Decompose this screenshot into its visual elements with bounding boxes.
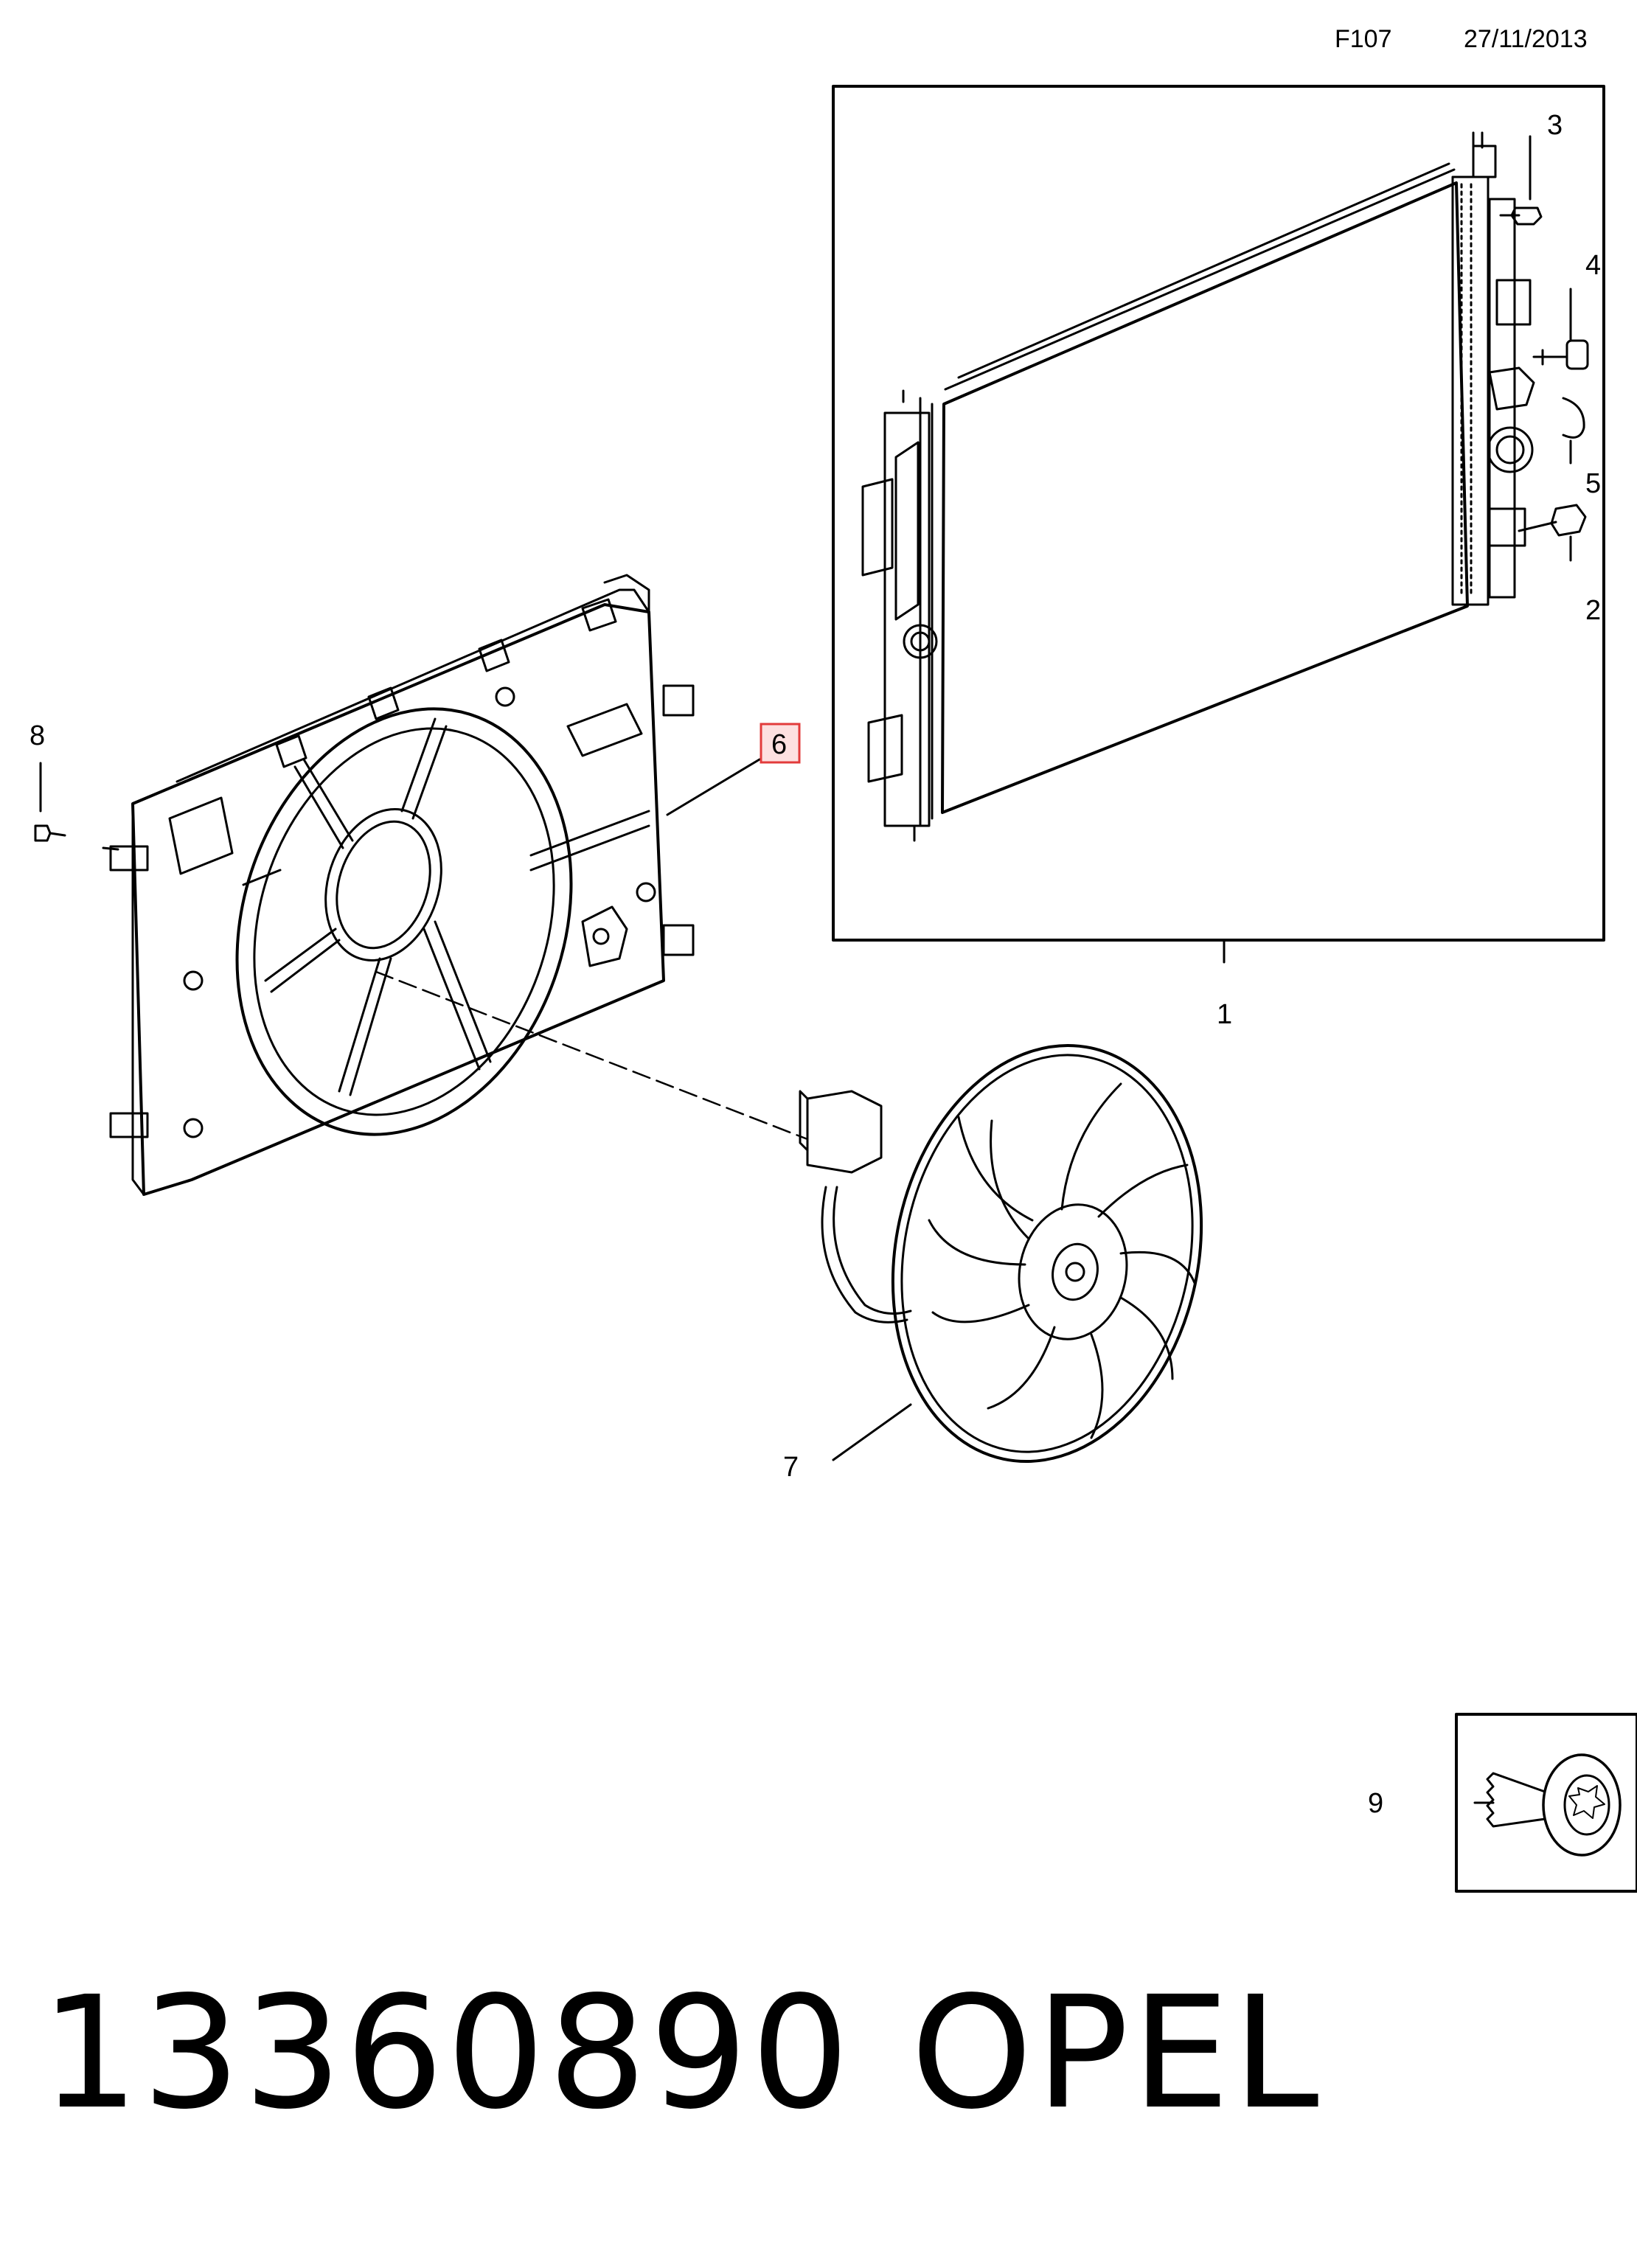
exploded-parts-diagram: 1 2 3 4 5 6 7 8 9 — [29, 85, 1637, 1893]
callout-2: 2 — [1585, 595, 1601, 626]
cooling-fan — [799, 1043, 1203, 1464]
diagram-code: F107 — [1335, 25, 1392, 53]
clip-5 — [1562, 397, 1585, 465]
callout-5: 5 — [1585, 468, 1601, 499]
bleed-screw-4 — [1532, 288, 1589, 370]
callout-4: 4 — [1585, 250, 1601, 281]
callout-6: 6 — [771, 729, 787, 760]
callout-1: 1 — [1217, 999, 1232, 1030]
callout-3: 3 — [1547, 110, 1563, 141]
screw-detail-frame — [1455, 1713, 1637, 1893]
radiator — [861, 131, 1535, 842]
callout-8: 8 — [29, 720, 45, 751]
diagram-date: 27/11/2013 — [1464, 25, 1588, 53]
radiator-detail-frame — [832, 85, 1605, 942]
callout-6-highlight — [760, 723, 801, 764]
callout-7: 7 — [783, 1452, 799, 1483]
screw-8 — [34, 762, 119, 851]
fan-shroud — [109, 574, 695, 1196]
tapping-screw-9 — [1473, 1753, 1622, 1857]
callout-9: 9 — [1368, 1788, 1383, 1819]
drain-plug-2 — [1518, 504, 1587, 562]
brand-name: OPEL — [911, 1963, 1322, 2143]
bolt-3 — [1499, 135, 1543, 226]
part-number: 13360890 — [41, 1963, 852, 2143]
